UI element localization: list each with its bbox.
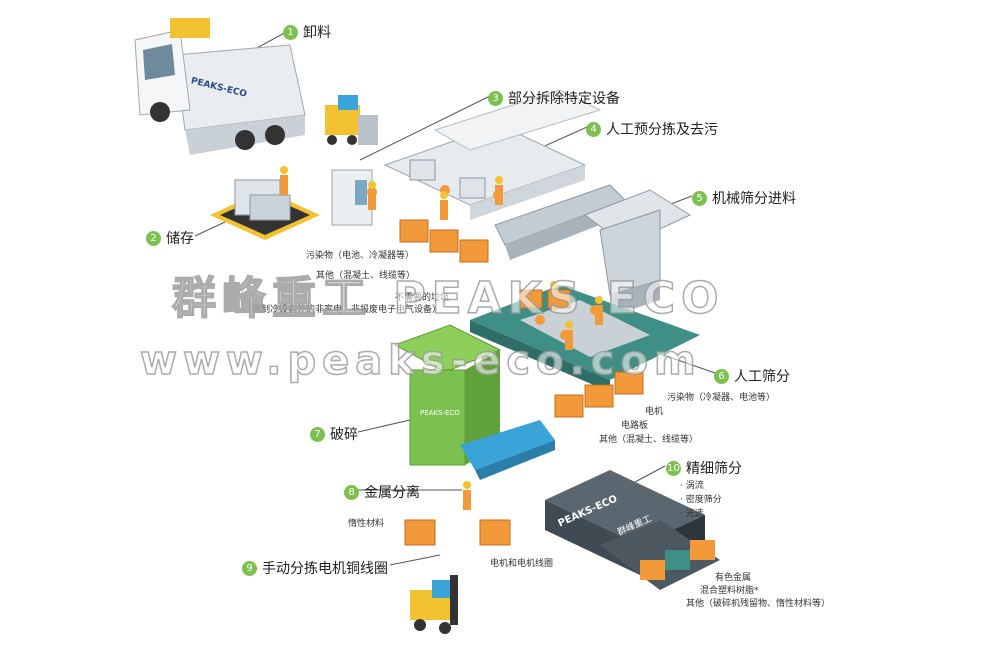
note-out-other: 其他（破碎机残留物、惰性材料等） xyxy=(686,599,831,609)
step-7-number: 7 xyxy=(310,426,325,442)
watermark-line-2: www.peaks-eco.com xyxy=(139,337,702,385)
forklift-bottom-icon xyxy=(410,575,458,634)
truck-icon xyxy=(134,18,306,155)
presort-line xyxy=(383,89,602,220)
note-fine-density: · 密度筛分 xyxy=(680,495,722,505)
step-6: 6 人工筛分 xyxy=(714,366,790,386)
step-2-label: 储存 xyxy=(166,231,194,247)
step-5: 5 机械筛分进料 xyxy=(692,188,796,208)
step-8-number: 8 xyxy=(344,484,359,500)
manual-sort-platform xyxy=(470,285,700,392)
step-4-number: 4 xyxy=(586,121,601,137)
note-pollutants: 污染物（电池、冷凝器等） xyxy=(306,251,415,261)
note-manual-pcb: 电路板 xyxy=(621,421,649,431)
step-5-label: 机械筛分进料 xyxy=(712,191,796,207)
step-4: 4 人工预分拣及去污 xyxy=(586,119,718,139)
forklift-icon xyxy=(325,95,378,145)
note-motor-coils: 电机和电机线圈 xyxy=(490,559,554,569)
note-fine-optical: · 光选 xyxy=(680,509,704,519)
note-other: 其他（混凝土、线缆等） xyxy=(316,271,416,281)
step-10-label: 精细筛分 xyxy=(686,461,742,477)
note-out-plastic: 混合塑料树脂* xyxy=(700,586,759,596)
step-1-number: 1 xyxy=(283,24,298,40)
shredder-logo: PEAKS-ECO xyxy=(420,409,460,417)
step-6-label: 人工筛分 xyxy=(734,369,790,385)
step-10: 10 精细筛分 xyxy=(666,458,742,478)
step-8-label: 金属分离 xyxy=(364,485,420,501)
step-1: 1 卸料 xyxy=(283,22,331,42)
step-8: 8 金属分离 xyxy=(344,482,420,502)
note-unwanted-title: 不需要的垃圾 xyxy=(395,293,450,303)
shredder: PEAKS-ECO xyxy=(393,324,502,466)
sorting-bins xyxy=(399,219,644,418)
step-7: 7 破碎 xyxy=(310,424,358,444)
step-4-label: 人工预分拣及去污 xyxy=(606,122,718,138)
step-9-number: 9 xyxy=(242,560,257,576)
step-10-number: 10 xyxy=(666,460,681,476)
step-7-label: 破碎 xyxy=(330,427,358,443)
step-3-label: 部分拆除特定设备 xyxy=(508,91,620,107)
step-9: 9 手动分拣电机铜线圈 xyxy=(242,558,388,578)
note-manual-motor: 电机 xyxy=(645,407,664,417)
note-out-metal: 有色金属 xyxy=(715,573,752,583)
watermark-line-1: 群峰重工 PEAKS ECO xyxy=(171,272,725,325)
feed-hopper xyxy=(583,189,692,315)
storage-area xyxy=(210,179,320,240)
step-3: 3 部分拆除特定设备 xyxy=(488,88,620,108)
step-5-number: 5 xyxy=(692,190,707,206)
metal-separation-conveyor xyxy=(460,420,555,480)
fine-sorting-machine xyxy=(545,470,720,590)
step-2-number: 2 xyxy=(146,230,161,246)
note-manual-pollutants: 污染物（冷凝器、电池等） xyxy=(667,393,776,403)
step-9-label: 手动分拣电机铜线圈 xyxy=(262,561,388,577)
step-1-label: 卸料 xyxy=(303,25,331,41)
step-6-number: 6 xyxy=(714,368,729,384)
metal-bins xyxy=(404,519,511,546)
dismantling-station xyxy=(331,169,377,226)
note-fine-eddy: · 涡流 xyxy=(680,481,704,491)
note-unwanted-detail: （除制冷设备外的非家电、非报废电子电气设备） xyxy=(243,305,442,315)
step-2: 2 储存 xyxy=(146,228,194,248)
step-3-number: 3 xyxy=(488,90,503,106)
worker-icons xyxy=(280,166,603,510)
note-inert: 惰性材料 xyxy=(348,519,385,529)
note-manual-other: 其他（混凝土、线缆等） xyxy=(599,435,699,445)
